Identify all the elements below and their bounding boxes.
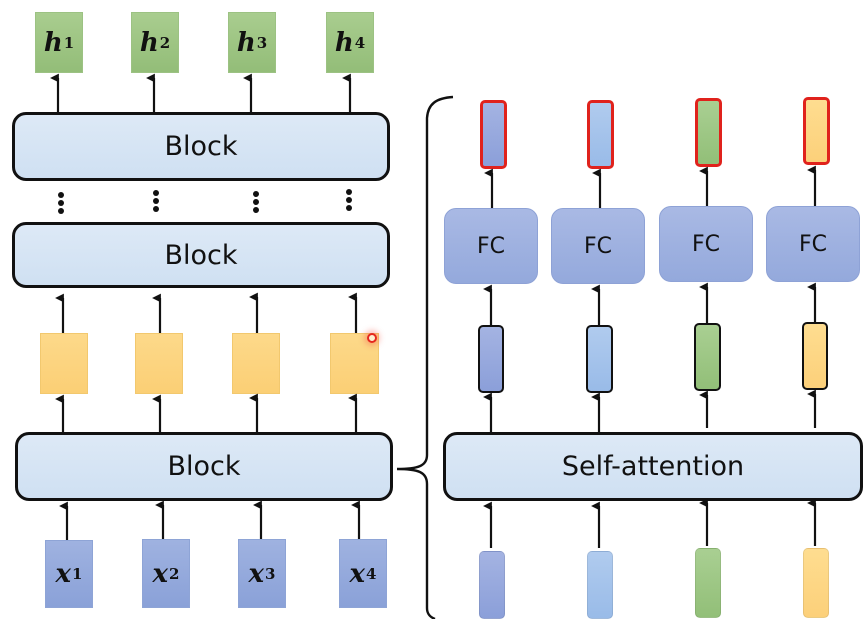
output-vector [587,100,614,169]
fc-label: FC [583,233,612,259]
input-sup: 1 [72,565,83,583]
block-label: Block [164,131,238,162]
intermediate-vector [330,333,379,394]
block-top: Block [12,112,390,181]
input-sup: 3 [265,564,276,583]
fc-layer: FC [766,206,860,282]
ellipsis-icon [153,190,159,214]
intermediate-vector [232,333,280,394]
intermediate-vector [40,333,88,394]
attention-output-vector [478,325,504,393]
input-vector [587,551,613,619]
input-var: x [152,558,169,589]
output-vector [480,100,507,169]
fc-label: FC [476,233,505,259]
fc-label: FC [798,231,827,257]
pointer-cursor-icon [367,333,377,343]
fc-layer: FC [659,206,753,282]
block-middle: Block [12,222,390,288]
block-label: Block [167,451,241,482]
output-vector [695,98,722,167]
ellipsis-icon [346,189,352,213]
fc-label: FC [691,231,720,257]
output-sup: 2 [159,33,171,52]
input-sup: 4 [366,564,377,583]
attention-output-vector [694,323,721,391]
expansion-brace [396,95,454,619]
block-label: Block [164,239,238,271]
output-sup: 1 [63,33,75,52]
output-var: h [334,27,354,58]
output-sup: 4 [354,33,366,52]
output-var: h [43,27,63,58]
ellipsis-icon [58,192,64,216]
attention-output-vector [802,322,828,390]
input-vector [479,551,505,619]
output-sup: 3 [256,33,268,52]
fc-layer: FC [551,208,645,284]
attention-output-vector [586,325,613,393]
input-var: x [55,559,72,589]
input-var: x [248,558,265,589]
ellipsis-icon [253,191,259,215]
input-var: x [349,558,366,589]
input-sup: 2 [169,564,180,583]
input-vector [695,548,721,618]
fc-layer: FC [444,208,538,284]
self-attention-block: Self-attention [443,432,863,501]
self-attention-label: Self-attention [561,451,745,482]
output-var: h [139,27,159,58]
intermediate-vector [135,333,183,394]
output-vector [803,97,830,165]
input-vector [803,548,829,618]
output-var: h [236,27,256,58]
block-bottom: Block [15,432,393,501]
